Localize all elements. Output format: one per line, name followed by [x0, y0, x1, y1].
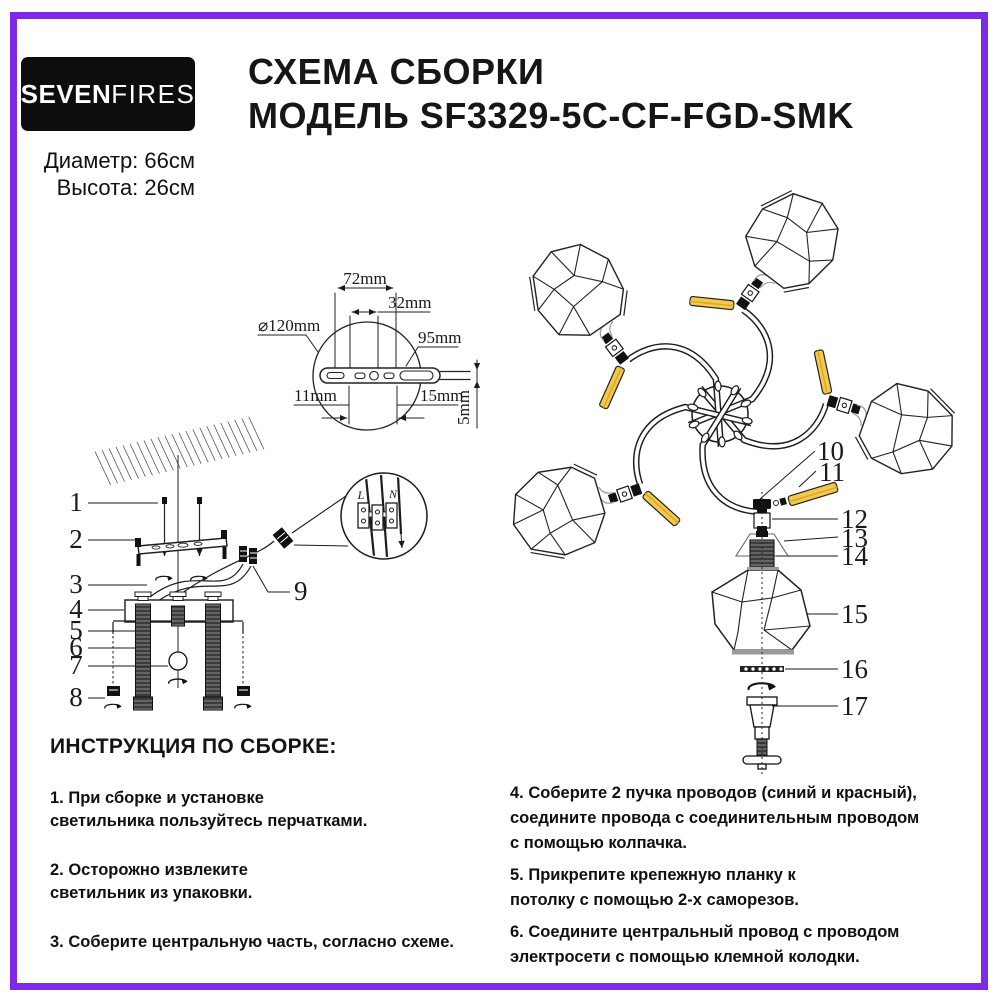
- dim-15mm: 15mm: [420, 386, 463, 405]
- title-line-1: СХЕМА СБОРКИ: [248, 51, 545, 92]
- end-caps: [104, 686, 252, 710]
- instruction-step-2: 2. Осторожно извлеките светильник из упа…: [50, 861, 253, 902]
- chandelier-diagram: 10 11 12 13 14 15 16 17: [485, 165, 961, 776]
- exploded-lamp-column: 10 11 12 13 14 15 16 17: [711, 436, 869, 776]
- part-label-12: 12: [841, 504, 868, 534]
- instruction-step-1: 1. При сборке и установке светильника по…: [50, 789, 368, 830]
- page-title: СХЕМА СБОРКИ МОДЕЛЬ SF3329-5C-CF-FGD-SMK: [248, 50, 854, 138]
- part-leader-lines-right: [759, 450, 839, 707]
- arm-bottom-left: [485, 346, 777, 608]
- ceiling-mount-diagram: 1 2 3 4 5 6 7 8 9: [69, 416, 308, 712]
- part-label-14: 14: [841, 541, 869, 571]
- brand-logo-bold: SEVEN: [20, 78, 112, 109]
- part-label-15: 15: [841, 599, 868, 629]
- canopy-wires: [149, 527, 294, 602]
- dim-32mm: 32mm: [388, 293, 431, 312]
- threaded-columns: [133, 603, 223, 711]
- dim-11mm: 11mm: [294, 386, 337, 405]
- spec-height: Высота: 26см: [56, 175, 195, 200]
- part-label-3: 3: [69, 569, 83, 599]
- instructions-right-column: 4. Соберите 2 пучка проводов (синий и кр…: [510, 781, 975, 977]
- instructions-left-column: 1. При сборке и установке светильника по…: [50, 787, 500, 980]
- part-label-4: 4: [69, 594, 83, 624]
- part-label-7: 7: [69, 650, 83, 680]
- terminal-neutral-label: N: [388, 487, 398, 501]
- part-label-9: 9: [294, 576, 308, 606]
- wiring-detail-magnifier: L N: [291, 472, 428, 560]
- brand-logo-light: FIRES: [111, 78, 196, 109]
- mounting-bracket: [135, 530, 228, 566]
- dim-72mm: 72mm: [343, 269, 386, 288]
- part-label-6: 6: [69, 632, 83, 662]
- part-leader-lines: [88, 502, 290, 699]
- part-label-17: 17: [841, 691, 868, 721]
- part-label-1: 1: [69, 487, 83, 517]
- part-label-2: 2: [69, 524, 83, 554]
- part-label-5: 5: [69, 615, 83, 645]
- part-label-11: 11: [819, 457, 845, 487]
- center-nut: [168, 651, 188, 671]
- part-label-8: 8: [69, 682, 83, 712]
- instruction-step-3: 3. Соберите центральную часть, согласно …: [50, 933, 454, 951]
- dim-5mm: 5mm: [454, 390, 473, 425]
- instruction-step-4: 4. Соберите 2 пучка проводов (синий и кр…: [510, 784, 920, 852]
- instruction-step-5: 5. Прикрепите крепежную планку к потолку…: [510, 866, 799, 909]
- exploded-shade: [711, 567, 811, 655]
- led-lamp-tube: [787, 481, 839, 507]
- instruction-step-6: 6. Соедините центральный провод с провод…: [510, 923, 900, 966]
- spec-diameter: Диаметр: 66см: [43, 148, 195, 173]
- part-label-10: 10: [817, 436, 844, 466]
- product-dimensions: Диаметр: 66см Высота: 26см: [28, 147, 195, 201]
- instructions-heading: ИНСТРУКЦИЯ ПО СБОРКЕ:: [50, 735, 337, 758]
- dim-95mm: 95mm: [418, 328, 461, 347]
- dim-120mm: ⌀120mm: [258, 316, 320, 335]
- terminal-block: [357, 502, 398, 531]
- ceiling-hatch: [93, 416, 265, 486]
- arm-top-left: [487, 218, 779, 480]
- lamp-socket: [749, 539, 775, 570]
- arm-bottom: [699, 385, 763, 515]
- mounting-plate-drawing: 72mm 32mm ⌀120mm 95mm 11mm 15mm 5mm: [257, 269, 481, 431]
- part-label-13: 13: [841, 523, 868, 553]
- arm-top: [651, 165, 858, 457]
- part-label-16: 16: [841, 654, 868, 684]
- mount-screws: [155, 497, 208, 582]
- terminal-live-label: L: [357, 488, 365, 502]
- title-line-2: МОДЕЛЬ SF3329-5C-CF-FGD-SMK: [248, 95, 854, 136]
